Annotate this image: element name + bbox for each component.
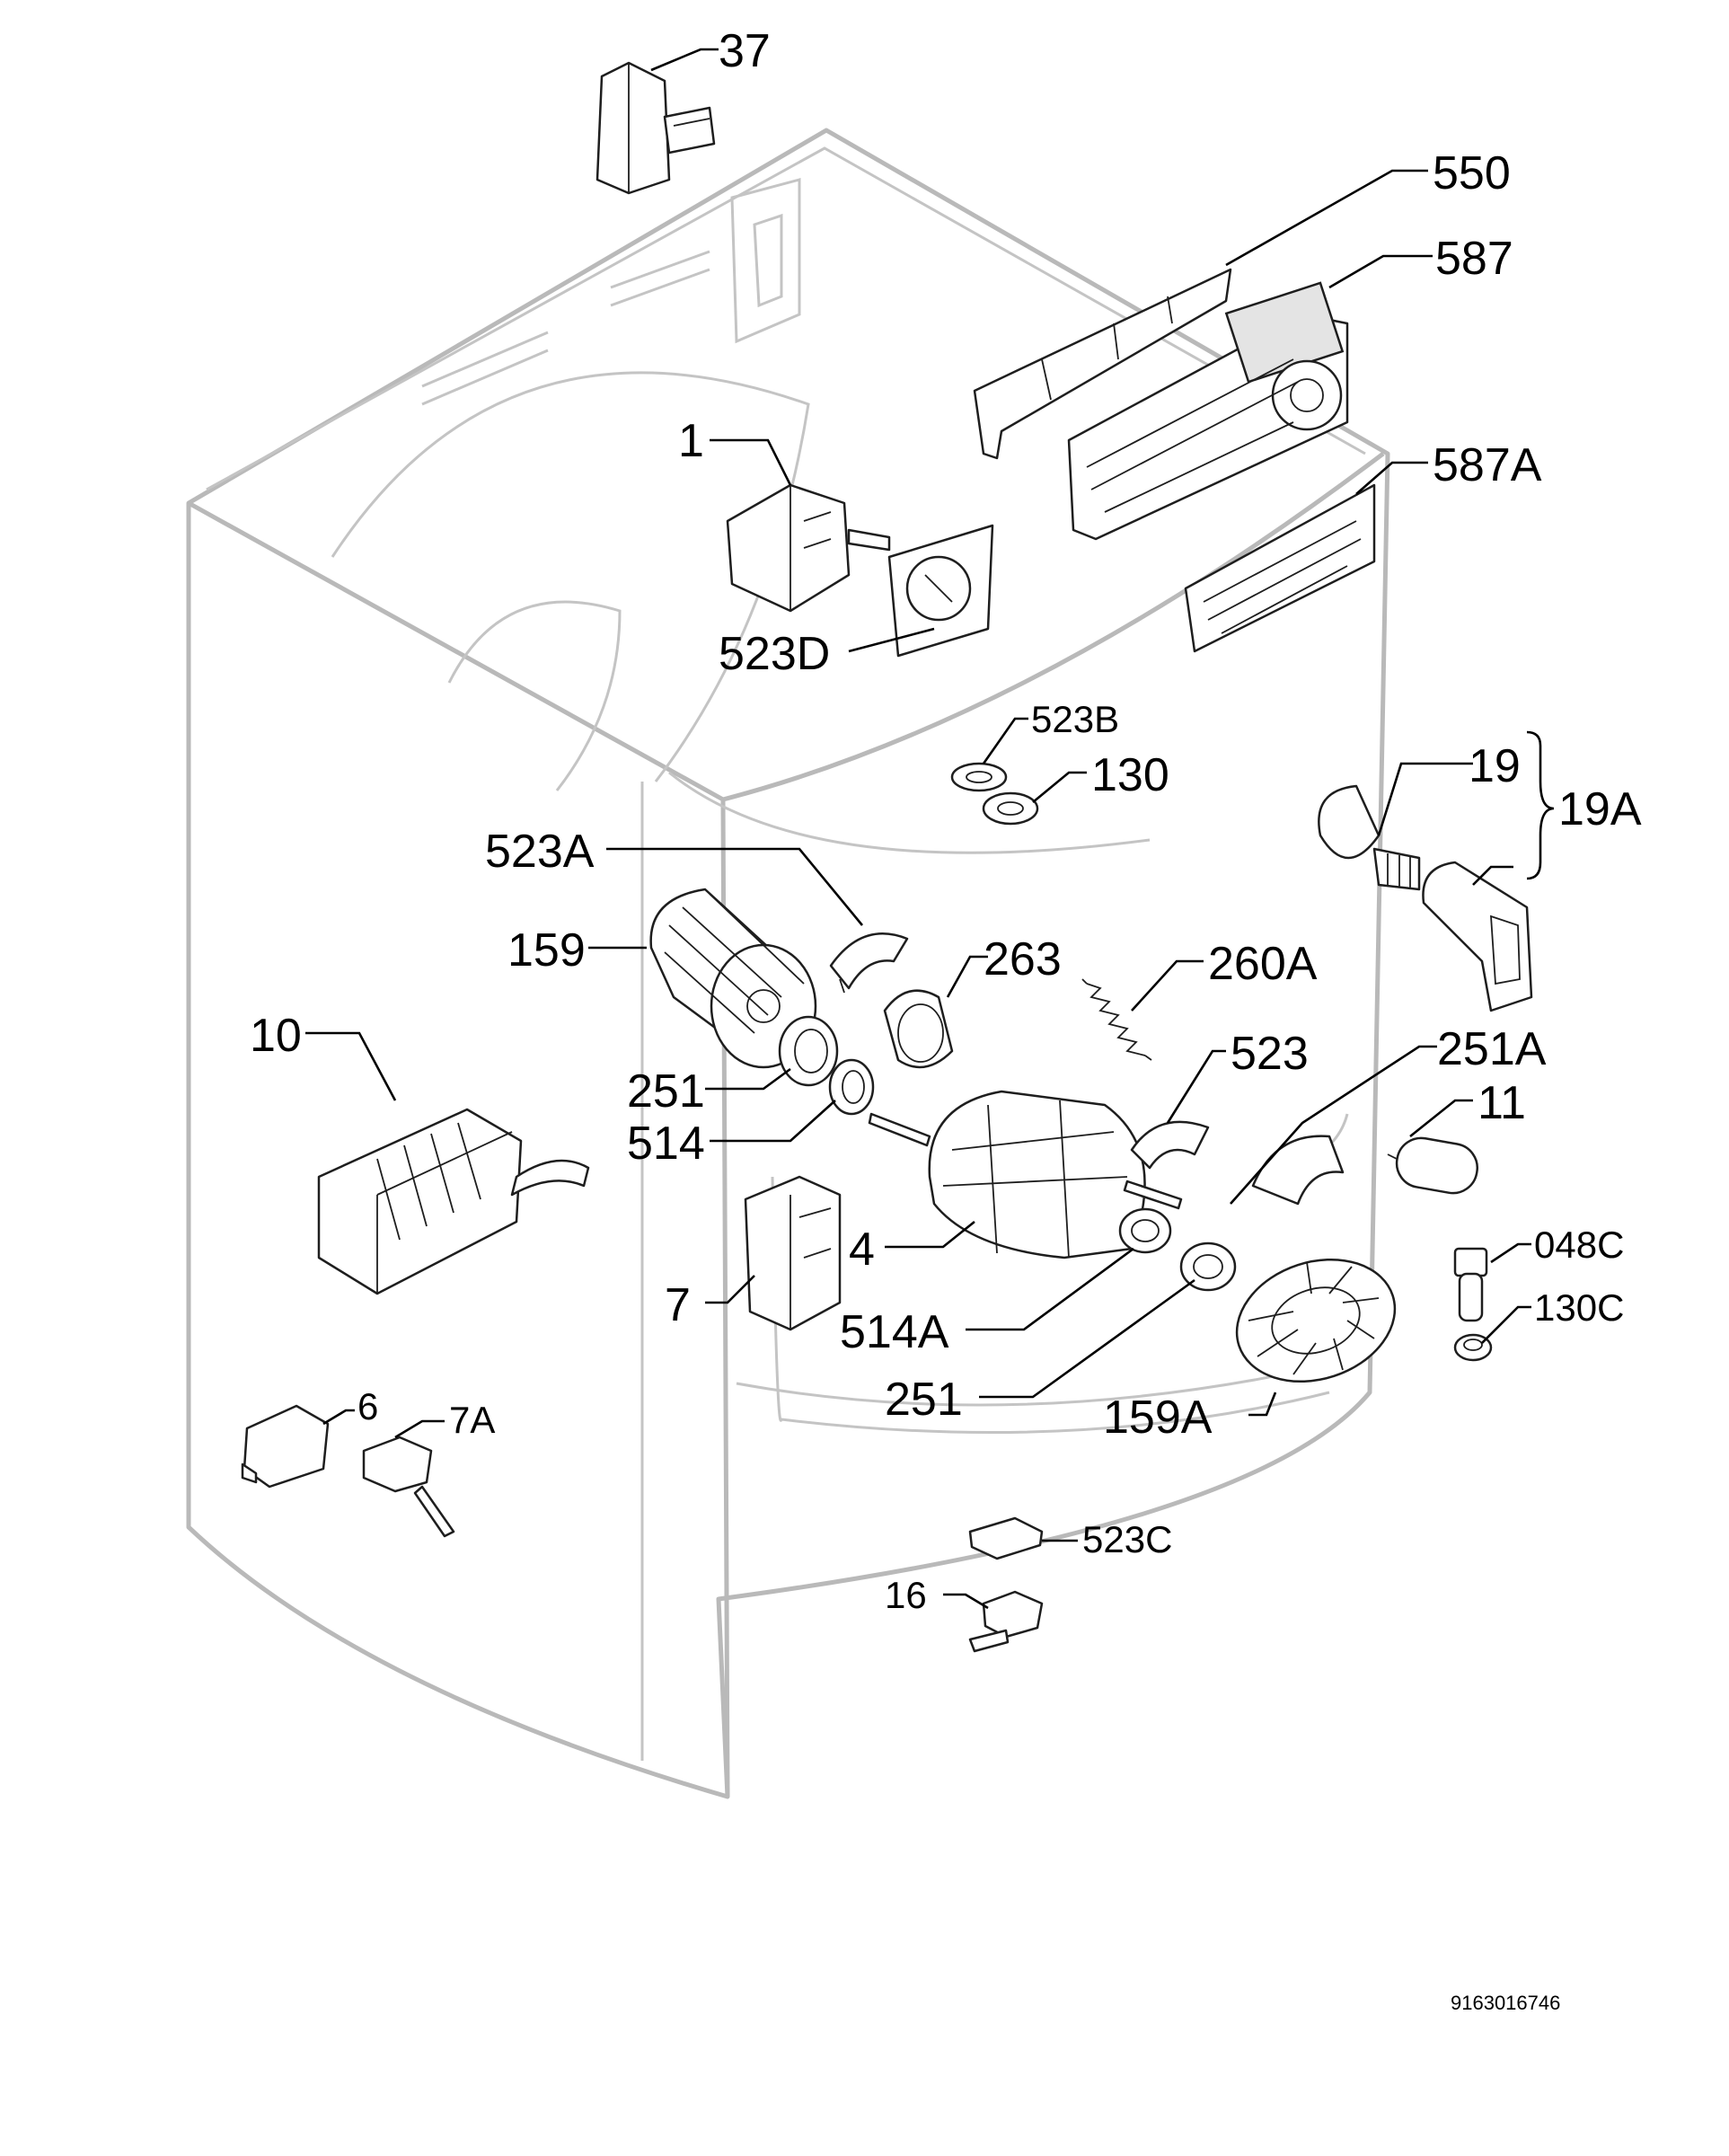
part-159A-fan-wheel <box>1235 1258 1397 1383</box>
label-587A: 587A <box>1433 439 1542 491</box>
part-19-knob <box>1318 784 1421 891</box>
part-263-pulley <box>883 989 954 1069</box>
label-16: 16 <box>885 1574 927 1616</box>
label-048C: 048C <box>1534 1224 1624 1266</box>
label-523D: 523D <box>719 628 830 680</box>
label-263: 263 <box>984 933 1062 985</box>
part-251A-fan-cover <box>1251 1135 1345 1206</box>
label-130: 130 <box>1091 749 1169 801</box>
part-514A-bearing <box>1118 1207 1172 1254</box>
part-251-seal-lower <box>1179 1241 1237 1292</box>
part-labels: 37 550 587 1 587A 523D 523B 130 19 19A 5… <box>250 25 1642 1616</box>
label-6: 6 <box>357 1385 378 1427</box>
label-251A: 251A <box>1437 1023 1547 1075</box>
label-7A: 7A <box>449 1399 495 1441</box>
part-6-interference-filter <box>241 1404 330 1489</box>
label-251-upper: 251 <box>627 1065 705 1118</box>
label-19: 19 <box>1469 740 1521 792</box>
part-523A-bearing-bracket <box>829 932 909 994</box>
part-16-microswitch <box>968 1590 1044 1653</box>
label-159: 159 <box>507 924 586 976</box>
label-514A: 514A <box>840 1306 949 1358</box>
part-550-display-cover <box>973 268 1232 460</box>
label-37: 37 <box>719 25 771 77</box>
part-523D-bracket <box>887 524 994 658</box>
part-048C-lamp <box>1453 1247 1488 1322</box>
label-4: 4 <box>849 1224 875 1276</box>
label-1: 1 <box>678 415 704 467</box>
label-587: 587 <box>1435 233 1513 285</box>
part-523C-clip <box>968 1516 1044 1560</box>
part-11-capacitor <box>1387 1136 1478 1195</box>
label-523C: 523C <box>1082 1518 1172 1560</box>
label-523: 523 <box>1231 1028 1309 1080</box>
label-11: 11 <box>1478 1077 1526 1129</box>
label-514: 514 <box>627 1118 705 1170</box>
label-550: 550 <box>1433 147 1511 199</box>
label-251-lower: 251 <box>885 1374 963 1426</box>
label-10: 10 <box>250 1010 302 1062</box>
part-130C-cap <box>1453 1333 1493 1362</box>
part-587-control-board <box>1067 281 1349 541</box>
label-523A: 523A <box>485 826 595 878</box>
label-523B: 523B <box>1031 698 1119 740</box>
part-1-selector-switch <box>726 483 891 613</box>
part-260A-spring <box>1081 978 1152 1061</box>
part-19A-knob-holder <box>1422 861 1533 1012</box>
label-130C: 130C <box>1534 1286 1624 1329</box>
part-7-door-lock <box>744 1175 842 1331</box>
part-587A-circuit-board <box>1184 483 1376 653</box>
part-523-bearing-bracket <box>1130 1120 1210 1170</box>
part-4-motor <box>868 1090 1183 1259</box>
document-number: 9163016746 <box>1451 1992 1560 2014</box>
part-37-relay <box>595 61 716 195</box>
leader-lines <box>305 48 1555 1610</box>
label-159A: 159A <box>1103 1392 1213 1444</box>
part-251-seal-upper <box>778 1015 839 1087</box>
part-130-seal <box>982 791 1039 826</box>
part-10-heating-element <box>317 1108 590 1295</box>
label-19A: 19A <box>1558 783 1642 835</box>
part-523B-clip <box>950 762 1008 792</box>
label-7: 7 <box>665 1279 691 1331</box>
label-260A: 260A <box>1208 938 1318 990</box>
part-7A-microswitch <box>362 1436 455 1538</box>
part-514-bearing <box>828 1058 875 1116</box>
